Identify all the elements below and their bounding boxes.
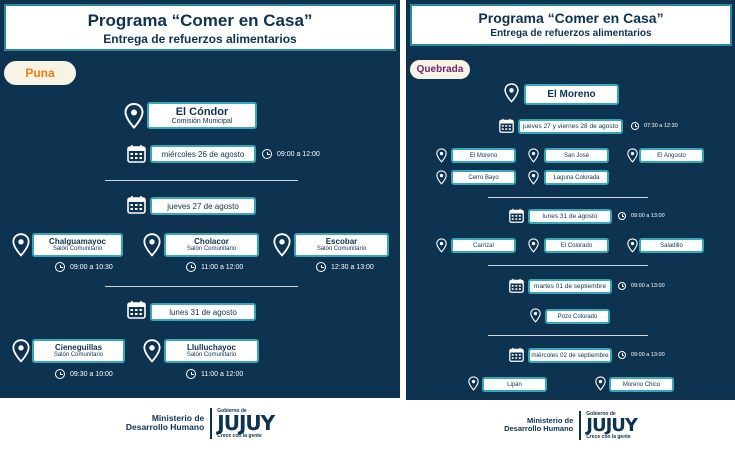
date-tue-01-sep: martes 01 de septiembre	[528, 279, 612, 294]
time-group2: 09:00 a 13:00	[618, 212, 665, 220]
right-flyer: Programa “Comer en Casa” Entrega de refu…	[406, 0, 735, 450]
time-cholacor: 11:00 a 12:00	[186, 262, 243, 272]
calendar-icon	[127, 144, 146, 163]
location-chalguamayoc: Chalguamayoc Salón Comunitario	[32, 233, 123, 257]
location-laguna-colorada: Laguna Colorada	[544, 170, 609, 185]
location-pozo-colorado: Pozo Colorado	[545, 309, 610, 324]
map-pin-icon	[627, 238, 638, 253]
time-chalguamayoc: 09:00 a 10:30	[55, 262, 113, 272]
region-badge-puna: Puna	[4, 61, 76, 85]
right-footer: Ministerio de Desarrollo Humano Gobierno…	[409, 404, 732, 446]
calendar-icon	[127, 195, 146, 214]
left-title: Programa “Comer en Casa”	[87, 11, 313, 30]
divider	[488, 197, 648, 198]
location-el-condor: El Cóndor Comisión Municipal	[147, 102, 257, 129]
divider	[488, 335, 648, 336]
calendar-icon	[127, 300, 146, 319]
location-moreno-chico: Moreno Chico	[609, 377, 674, 392]
location-san-jose: San José	[544, 148, 609, 163]
map-pin-icon	[273, 233, 291, 257]
map-pin-icon	[528, 148, 539, 163]
map-pin-icon	[595, 376, 606, 391]
location-el-moreno-main: El Moreno	[524, 84, 619, 105]
location-saladillo: Saladillo	[639, 238, 704, 253]
jujuy-logo: Gobierno de JUJUY Crece con la gente	[579, 410, 638, 440]
map-pin-icon	[627, 148, 638, 163]
map-pin-icon	[528, 170, 539, 185]
right-subtitle: Entrega de refuerzos alimentarios	[490, 28, 652, 39]
time-group4: 09:00 a 13:00	[618, 351, 665, 359]
left-title-box: Programa “Comer en Casa” Entrega de refu…	[4, 4, 396, 51]
map-pin-icon	[143, 339, 161, 363]
calendar-icon	[509, 278, 524, 293]
location-el-colorado: El Colorado	[544, 238, 609, 253]
clock-icon	[262, 149, 272, 159]
map-pin-icon	[468, 376, 479, 391]
date-thu-27: jueves 27 de agosto	[150, 197, 256, 215]
right-title: Programa “Comer en Casa”	[478, 10, 664, 26]
date-thu-fri-27-28: jueves 27 y viernes 28 de agosto	[518, 119, 623, 134]
map-pin-icon	[504, 83, 519, 103]
right-title-box: Programa “Comer en Casa” Entrega de refu…	[410, 4, 732, 46]
time-llulluchayoc: 11:00 a 12:00	[186, 369, 243, 379]
divider	[488, 265, 648, 266]
map-pin-icon	[143, 233, 161, 257]
map-pin-icon	[530, 308, 541, 323]
location-cerro-bayo: Cerro Bayo	[451, 170, 516, 185]
location-el-moreno: El Moreno	[451, 148, 516, 163]
map-pin-icon	[12, 339, 30, 363]
jujuy-logo: Gobierno de JUJUY Crece con la gente	[210, 407, 275, 439]
left-footer: Ministerio de Desarrollo Humano Gobierno…	[4, 400, 396, 446]
map-pin-icon	[528, 238, 539, 253]
map-pin-icon	[12, 233, 30, 257]
left-flyer: Programa “Comer en Casa” Entrega de refu…	[0, 0, 400, 446]
left-subtitle: Entrega de refuerzos alimentarios	[103, 32, 297, 46]
date-mon-31: lunes 31 de agosto	[150, 303, 256, 321]
calendar-icon	[499, 118, 514, 133]
location-lipan: Lipán	[482, 377, 547, 392]
date-wed-26: miércoles 26 de agosto	[150, 145, 256, 163]
clock-icon	[618, 351, 626, 359]
location-cieneguillas: Cieneguillas Salón Comunitario	[32, 339, 125, 363]
divider	[105, 180, 298, 181]
ministry-name: Ministerio de Desarrollo Humano	[125, 412, 205, 432]
location-escobar: Escobar Salón Comunitario	[294, 233, 389, 257]
clock-icon	[186, 262, 196, 272]
time-escobar: 12:30 a 13:00	[316, 262, 374, 272]
map-pin-icon	[436, 148, 447, 163]
time-cieneguillas: 09:30 a 10:00	[55, 369, 113, 379]
time-group1: 07:30 a 12:30	[631, 122, 678, 130]
calendar-icon	[509, 208, 524, 223]
time-el-condor: 09:00 a 12:00	[262, 149, 320, 159]
clock-icon	[55, 262, 65, 272]
calendar-icon	[509, 347, 524, 362]
date-mon-31-right: lunes 31 de agosto	[528, 209, 612, 224]
time-group3: 09:00 a 13:00	[618, 282, 665, 290]
map-pin-icon	[124, 103, 144, 129]
map-pin-icon	[436, 170, 447, 185]
clock-icon	[618, 212, 626, 220]
location-llulluchayoc: Llulluchayoc Salón Comunitario	[164, 339, 259, 363]
clock-icon	[618, 282, 626, 290]
map-pin-icon	[436, 238, 447, 253]
clock-icon	[55, 369, 65, 379]
location-carrizal: Carrizal	[451, 238, 516, 253]
clock-icon	[631, 122, 639, 130]
location-el-angosto: El Angosto	[639, 148, 704, 163]
ministry-name: Ministerio de Desarrollo Humano	[504, 415, 574, 433]
clock-icon	[186, 369, 196, 379]
clock-icon	[316, 262, 326, 272]
divider	[105, 286, 298, 287]
location-cholacor: Cholacor Salón Comunitario	[164, 233, 259, 257]
date-wed-02-sep: miércoles 02 de septiembre	[528, 348, 612, 363]
region-badge-quebrada: Quebrada	[410, 60, 470, 79]
